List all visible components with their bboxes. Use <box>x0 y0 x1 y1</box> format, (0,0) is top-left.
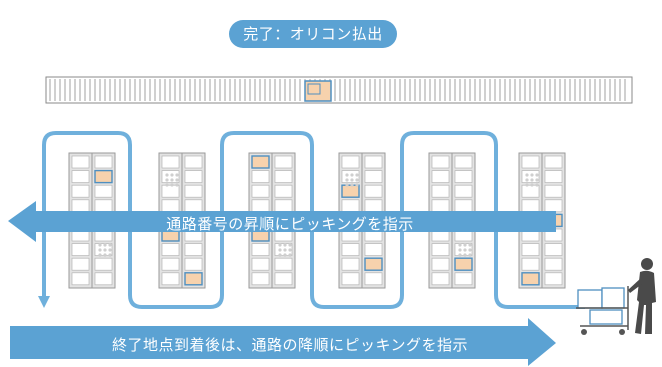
picking-cart-icon <box>576 286 629 335</box>
worker-silhouette-icon <box>628 258 656 334</box>
arrow-upper-label: 通路番号の昇順にピッキングを指示 <box>166 215 414 233</box>
picking-route-path <box>42 131 585 309</box>
completion-label: 完了：オリコン払出 <box>229 20 397 48</box>
arrow-upper <box>8 201 556 242</box>
conveyor <box>45 76 633 104</box>
arrow-lower-label: 終了地点到着後は、通路の降順にピッキングを指示 <box>111 336 469 354</box>
tote-box-on-conveyor <box>304 80 332 102</box>
storage-racks <box>68 152 566 289</box>
arrow-lower <box>10 318 556 366</box>
route-start-arrowhead <box>38 296 50 308</box>
